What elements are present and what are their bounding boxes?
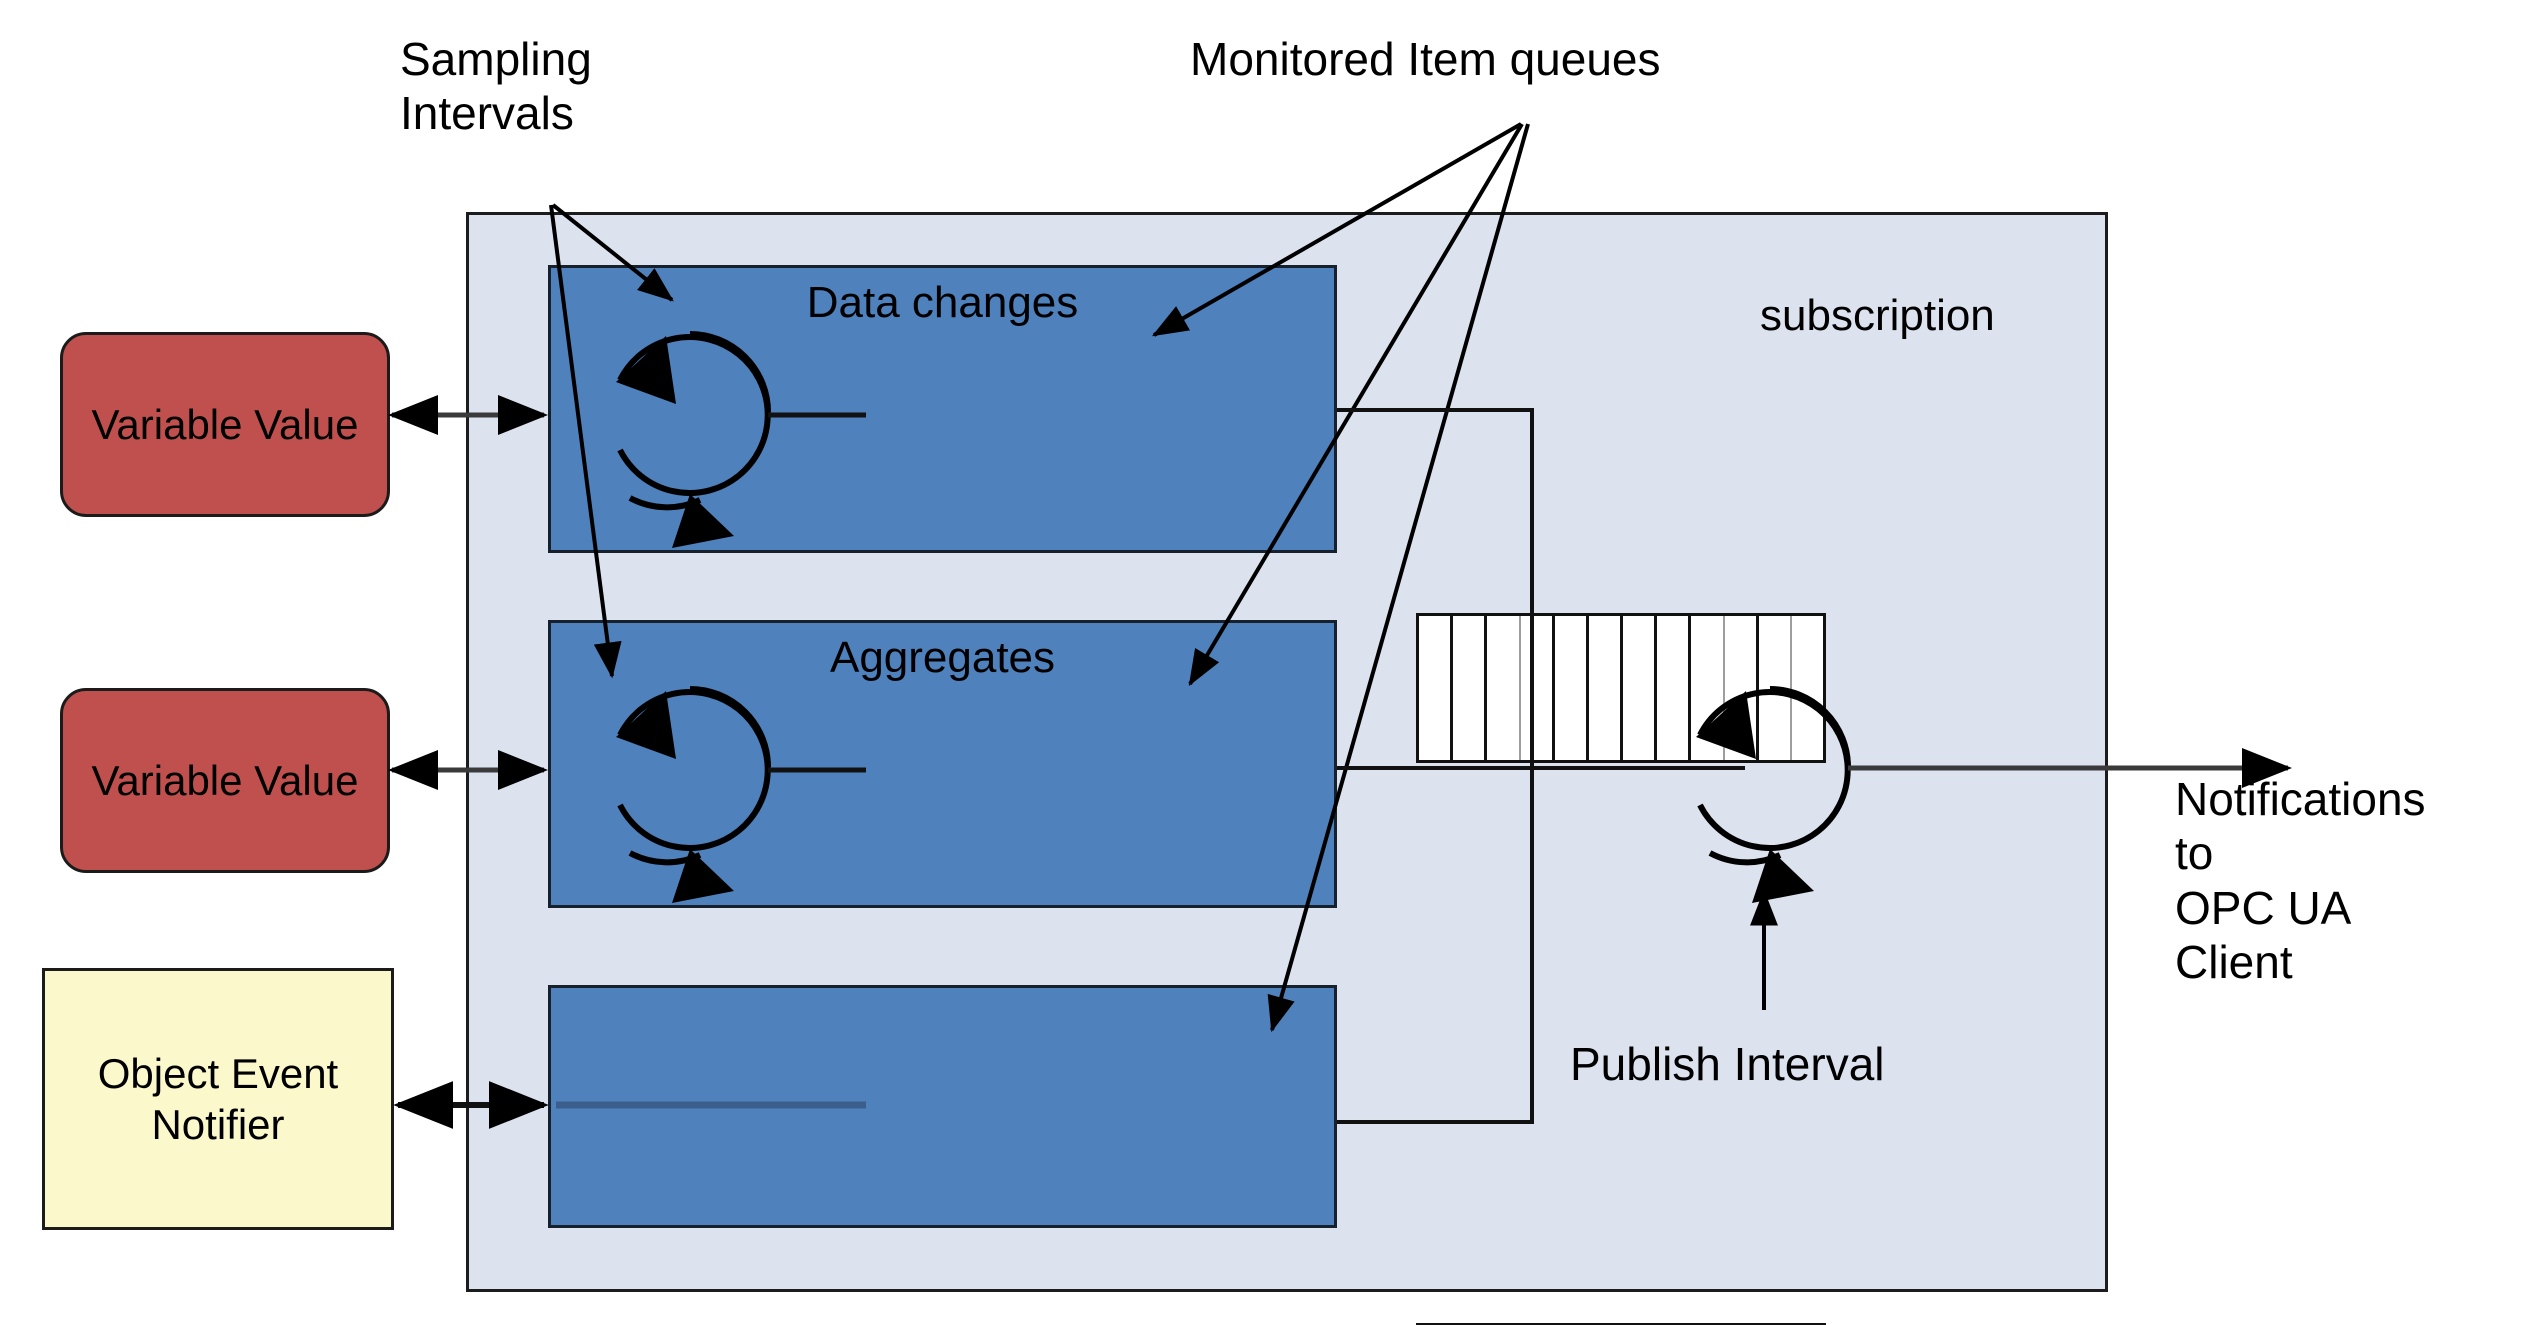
queue-cell xyxy=(1521,616,1555,760)
callout-monitored-item-queues: Monitored Item queues xyxy=(1190,33,1661,85)
queue-cell xyxy=(1657,616,1692,760)
callout-publish-interval: Publish Interval xyxy=(1570,1038,1885,1090)
monitored-item-events[interactable] xyxy=(548,985,1337,1228)
queue-cell xyxy=(1623,616,1658,760)
monitored-item-aggregates[interactable]: Aggregates xyxy=(548,620,1826,1325)
callout-notifications: Notifications to OPC UA Client xyxy=(2175,773,2426,988)
monitored-item-data-changes[interactable]: Data changes xyxy=(548,265,1826,763)
source-label: Variable Value xyxy=(91,756,359,804)
source-label: Object Event Notifier xyxy=(97,1049,339,1148)
queue-cell xyxy=(1419,616,1454,760)
queue-cell xyxy=(1555,616,1589,760)
source-label: Variable Value xyxy=(91,400,359,448)
queue-cell xyxy=(1691,616,1725,760)
queue-cell xyxy=(1487,616,1521,760)
monitored-item-title: Data changes xyxy=(806,278,1079,327)
queue-cell xyxy=(1725,616,1759,760)
monitored-item-queue[interactable] xyxy=(1416,1323,1826,1325)
callout-sampling-intervals: Sampling Intervals xyxy=(400,33,592,140)
queue-cell xyxy=(1589,616,1624,760)
monitored-item-title: Aggregates xyxy=(829,633,1056,682)
monitored-item-queue[interactable] xyxy=(1416,613,1826,763)
queue-cell xyxy=(1759,616,1792,760)
queue-cell xyxy=(1792,616,1823,760)
queue-cell xyxy=(1453,616,1488,760)
subscription-label: subscription xyxy=(1760,291,1995,340)
source-variable-value-2[interactable]: Variable Value xyxy=(60,688,390,873)
source-variable-value-1[interactable]: Variable Value xyxy=(60,332,390,517)
source-object-event-notifier[interactable]: Object Event Notifier xyxy=(42,968,394,1230)
